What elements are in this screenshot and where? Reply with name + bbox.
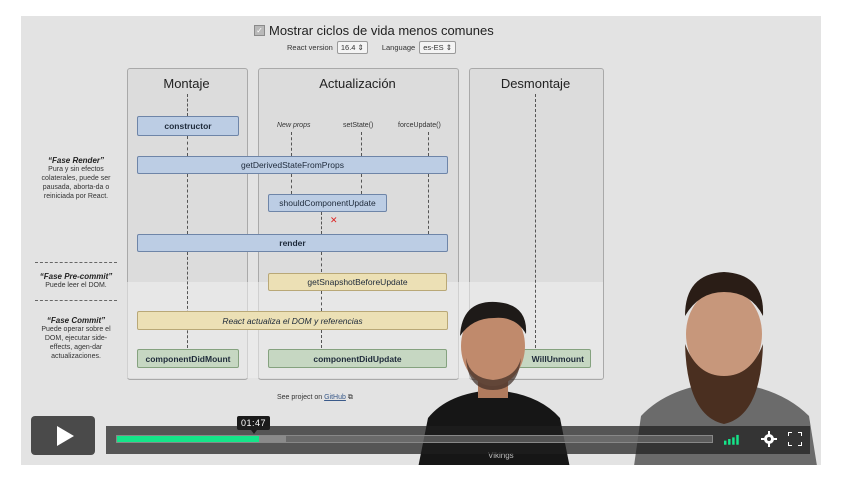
precommit-phase-title: “Fase Pre-commit” — [39, 272, 113, 281]
render-phase-title: “Fase Render” — [47, 156, 105, 165]
phase-divider — [35, 300, 117, 301]
precommit-phase-desc: Puede leer el DOM. — [45, 282, 107, 289]
shirt-text: Vikings — [488, 451, 514, 460]
trigger-new-props: New props — [277, 122, 311, 129]
trigger-set-state: setState() — [343, 122, 374, 129]
less-common-lifecycles-checkbox[interactable]: ✓ Mostrar ciclos de vida menos comunes — [254, 20, 554, 40]
flow-line — [291, 132, 292, 156]
video-player[interactable]: ✓ Mostrar ciclos de vida menos comunes R… — [21, 16, 821, 465]
phase-divider — [35, 262, 117, 263]
flow-line — [187, 136, 188, 156]
get-derived-state-box: getDerivedStateFromProps — [137, 156, 448, 174]
component-will-unmount-box: WillUnmount — [511, 349, 591, 368]
progress-bar[interactable] — [116, 435, 713, 443]
render-phase-note: “Fase Render” Pura y sin efectos colater… — [35, 156, 117, 201]
play-icon — [56, 425, 74, 446]
language-label: Language — [381, 42, 416, 52]
volume-button[interactable] — [724, 430, 742, 448]
volume-icon — [724, 434, 739, 445]
render-box: render — [137, 234, 448, 252]
checkbox-icon[interactable]: ✓ — [254, 24, 265, 36]
settings-button[interactable] — [760, 430, 778, 448]
flow-line — [321, 212, 322, 234]
flow-line — [321, 291, 322, 311]
commit-phase-title: “Fase Commit” — [46, 316, 106, 325]
constructor-box: constructor — [137, 116, 239, 136]
language-select[interactable]: es-ES ⇕ — [419, 40, 457, 54]
flow-line — [361, 132, 362, 156]
snapshot-before-update-box: getSnapshotBeforeUpdate — [268, 273, 447, 291]
react-updates-dom-box: React actualiza el DOM y referencias — [137, 311, 448, 330]
should-component-update-box: shouldComponentUpdate — [268, 194, 387, 212]
render-phase-desc: Pura y sin efectos colaterales, puede se… — [41, 166, 111, 200]
react-version-select[interactable]: 16.4 ⇕ — [336, 40, 368, 54]
flow-line — [428, 132, 429, 156]
flow-line — [187, 252, 188, 348]
mount-title: Montaje — [163, 76, 210, 91]
diagram-options: React version 16.4 ⇕ Language es-ES ⇕ — [287, 40, 457, 54]
fullscreen-icon — [788, 432, 802, 446]
played-bar — [117, 436, 259, 442]
control-bar — [106, 426, 810, 454]
react-version-label: React version — [287, 42, 333, 52]
update-title: Actualización — [319, 76, 396, 91]
unmount-title: Desmontaje — [500, 76, 571, 91]
cancel-x-icon: ✕ — [330, 215, 338, 225]
trigger-force-update: forceUpdate() — [398, 122, 441, 129]
commit-phase-desc: Puede operar sobre el DOM, ejecutar side… — [41, 326, 111, 360]
component-did-mount-box: componentDidMount — [137, 349, 239, 368]
fullscreen-button[interactable] — [786, 430, 804, 448]
settings-gear-icon — [761, 431, 777, 447]
flow-line — [187, 94, 188, 116]
play-button[interactable] — [31, 416, 95, 455]
commit-phase-note: “Fase Commit” Puede operar sobre el DOM,… — [35, 316, 117, 361]
github-note: See project on GitHub ⧉ — [277, 394, 353, 401]
checkbox-label: Mostrar ciclos de vida menos comunes — [269, 22, 494, 38]
flow-line — [361, 174, 362, 194]
flow-line — [321, 252, 322, 272]
precommit-phase-note: “Fase Pre-commit” Puede leer el DOM. — [31, 272, 121, 290]
flow-line — [187, 174, 188, 234]
flow-line — [535, 94, 536, 348]
component-did-update-box: componentDidUpdate — [268, 349, 447, 368]
github-link[interactable]: GitHub — [324, 394, 346, 401]
flow-line — [428, 174, 429, 234]
flow-line — [291, 174, 292, 194]
flow-line — [321, 330, 322, 348]
